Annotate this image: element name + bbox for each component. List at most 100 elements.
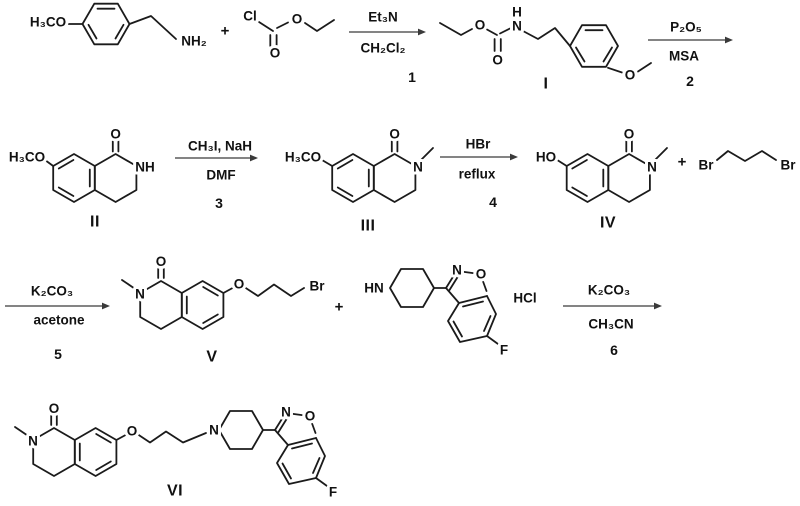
- atom-label-f: F: [329, 485, 337, 500]
- atom-label-nh2: NH₂: [181, 34, 207, 49]
- arrowhead-icon: [725, 36, 733, 44]
- bromopropoxy-chain: [244, 283, 305, 297]
- step-number-6: 6: [610, 342, 618, 358]
- atom-label-n: N: [512, 19, 522, 34]
- n-methyl-bond: [419, 147, 434, 162]
- structure-dibromopropane: Br Br: [695, 150, 799, 176]
- structure-compound-II: H₃CO O NH II: [6, 124, 158, 234]
- hydroxy-bond: [557, 159, 568, 167]
- atom-label-o: O: [49, 401, 60, 416]
- compound-label-IV: IV: [600, 215, 616, 232]
- reaction-arrow-step3: CH₃I, NaH DMF 3: [175, 136, 258, 214]
- compound-label-III: III: [361, 218, 376, 235]
- solvent-below-step3: DMF: [206, 168, 235, 183]
- carbonyl-double-bond: [269, 34, 278, 47]
- atom-label-br: Br: [780, 158, 796, 173]
- ethyl-chain: [439, 22, 473, 36]
- compound-label-V: V: [206, 349, 217, 366]
- atom-label-o: O: [234, 277, 245, 292]
- reaction-arrow-step6: K₂CO₃ CH₃CN 6: [563, 280, 662, 361]
- atom-label-n: N: [209, 423, 219, 438]
- atom-label-h3co: H₃CO: [9, 150, 45, 165]
- atom-label-o: O: [156, 254, 167, 269]
- reaction-arrow-step2: P₂O₅ MSA 2: [648, 17, 733, 92]
- atom-label-br: Br: [698, 158, 714, 173]
- atom-label-o: O: [110, 127, 121, 142]
- step-number-5: 5: [54, 346, 62, 362]
- atom-label-h3co: H₃CO: [285, 150, 321, 165]
- atom-label-o: O: [389, 127, 400, 142]
- atom-label-n: N: [281, 405, 291, 420]
- plus-sign: +: [221, 23, 230, 40]
- reagent-above-step3: CH₃I, NaH: [188, 139, 252, 154]
- methyl-bond: [637, 62, 652, 73]
- step-number-4: 4: [489, 194, 497, 210]
- atom-label-n: N: [452, 263, 462, 278]
- benzene-ring: [569, 24, 619, 68]
- atom-label-nh: NH: [135, 160, 155, 175]
- plus-sign: +: [678, 154, 687, 171]
- reagent-above-step2: P₂O₅: [670, 20, 702, 35]
- solvent-below-step2: MSA: [669, 49, 699, 64]
- reaction-arrow-step4: HBr reflux 4: [440, 134, 518, 213]
- structure-compound-V: N O O Br V: [121, 251, 328, 369]
- benzene-ring: [81, 2, 131, 46]
- ester-bond: [276, 21, 289, 29]
- n-methyl-bond: [653, 147, 668, 162]
- step-number-2: 2: [686, 73, 694, 89]
- compound-label-I: I: [544, 76, 549, 93]
- step-number-1: 1: [408, 69, 416, 85]
- ethyl-chain: [128, 15, 177, 40]
- atom-label-n: N: [28, 434, 38, 449]
- structure-compound-IV: HO O N IV: [533, 124, 668, 235]
- atom-label-h3co: H₃CO: [30, 15, 66, 30]
- structure-4-methoxyphenethylamine: H₃CO NH₂: [27, 2, 210, 52]
- structure-compound-III: H₃CO O N III: [282, 124, 434, 238]
- structure-compound-VI: N O O N N O F VI: [14, 398, 340, 503]
- atom-label-br: Br: [309, 279, 325, 294]
- atom-label-n: N: [135, 287, 145, 302]
- arrowhead-icon: [102, 302, 110, 310]
- condition-below-step4: reflux: [459, 167, 496, 182]
- compound-label-II: II: [90, 214, 100, 231]
- structure-compound-I: O O H N O I: [439, 2, 652, 96]
- carbonyl-double-bond: [493, 38, 502, 52]
- compound-label-VI: VI: [167, 483, 183, 500]
- reagent-above-step6: K₂CO₃: [588, 283, 630, 298]
- atom-label-cl: Cl: [243, 9, 257, 24]
- isoquinolinone-core: [565, 140, 651, 203]
- isoquinolinone-core: [331, 140, 417, 203]
- ethyl-chain: [522, 27, 571, 47]
- propane-chain: [716, 150, 777, 162]
- atom-label-o: O: [625, 68, 636, 83]
- reagent-above-step5: K₂CO₃: [31, 284, 73, 299]
- solvent-below-step6: CH₃CN: [588, 317, 633, 332]
- structure-fluorobenzisoxazolyl-piperidine-hcl: HN N O F HCl: [361, 260, 539, 361]
- atom-label-o: O: [492, 53, 503, 68]
- reagent-above-step4: HBr: [466, 137, 491, 152]
- ethyl-chain: [304, 19, 335, 32]
- arrowhead-icon: [250, 154, 258, 162]
- atom-label-o: O: [476, 267, 487, 282]
- reaction-arrow-step5: K₂CO₃ acetone 5: [5, 281, 110, 365]
- atom-label-h: H: [512, 5, 522, 20]
- isoquinolinone-core: [52, 140, 138, 203]
- step-number-3: 3: [215, 195, 223, 211]
- solvent-below-step1: CH₂Cl₂: [361, 41, 406, 56]
- aromatic-double-bonds: [87, 7, 125, 40]
- aromatic-double-bonds: [575, 29, 613, 63]
- atom-label-o: O: [624, 127, 635, 142]
- solvent-below-step5: acetone: [33, 313, 85, 328]
- propoxy-linker-chain: [137, 430, 207, 444]
- atom-label-n: N: [647, 160, 657, 175]
- cl-c-bond: [258, 21, 274, 32]
- structure-ethyl-chloroformate: Cl O O: [240, 6, 335, 64]
- atom-label-o: O: [305, 409, 316, 424]
- arrowhead-icon: [510, 153, 518, 161]
- arrowhead-icon: [654, 302, 662, 310]
- atom-label-o: O: [127, 424, 138, 439]
- atom-label-hn: HN: [364, 281, 384, 296]
- atom-label-o: O: [270, 46, 281, 61]
- atom-label-o: O: [292, 12, 303, 27]
- atom-label-n: N: [413, 160, 423, 175]
